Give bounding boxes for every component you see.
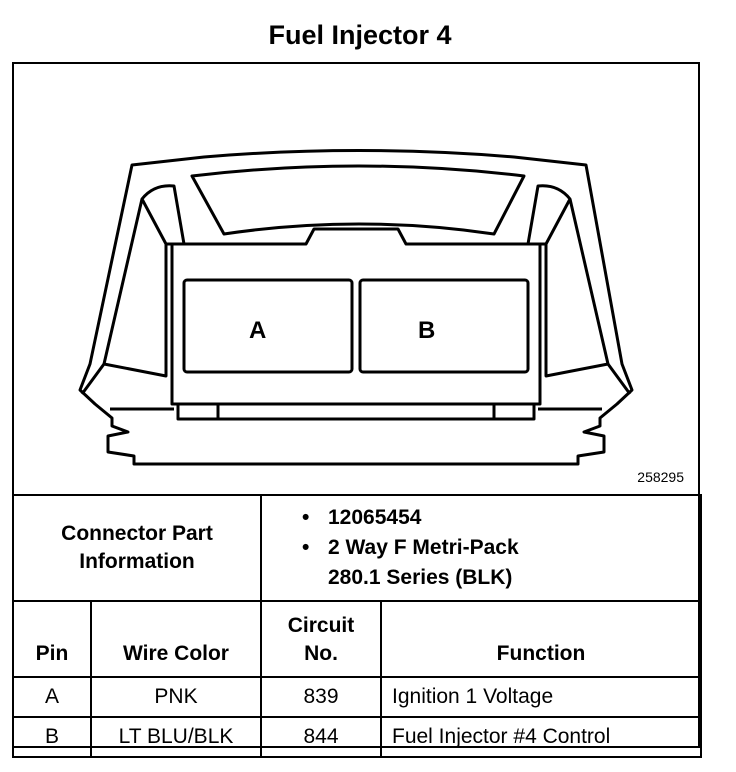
diagram-id: 258295 — [637, 469, 684, 485]
header-circuit: Circuit No. — [260, 600, 382, 678]
right-clip — [526, 184, 572, 246]
row-a-wire-color: PNK — [90, 676, 262, 718]
table-header-row: Pin Wire Color Circuit No. Function — [12, 600, 702, 678]
connector-diagram-frame: A B 258295 Connector Part Information 12… — [12, 62, 702, 758]
cavity-a — [182, 278, 354, 374]
page-title: Fuel Injector 4 — [268, 20, 452, 50]
header-pin: Pin — [12, 600, 92, 678]
left-clip — [140, 184, 186, 246]
connector-housing-outline — [78, 149, 634, 466]
row-b-function: Fuel Injector #4 Control — [380, 716, 702, 758]
table-row: B LT BLU/BLK 844 Fuel Injector #4 Contro… — [12, 716, 702, 758]
row-a-function: Ignition 1 Voltage — [380, 676, 702, 718]
pin-label-a: A — [249, 317, 266, 344]
cavity-b — [358, 278, 530, 374]
row-b-pin: B — [12, 716, 92, 758]
connector-face — [170, 227, 542, 406]
row-a-pin: A — [12, 676, 92, 718]
pin-label-b: B — [418, 317, 435, 344]
header-function: Function — [380, 600, 702, 678]
row-b-wire-color: LT BLU/BLK — [90, 716, 262, 758]
connector-info-label: Connector Part Information — [12, 494, 262, 602]
right-rail — [544, 198, 610, 378]
row-a-circuit: 839 — [260, 676, 382, 718]
row-b-circuit: 844 — [260, 716, 382, 758]
table-row: A PNK 839 Ignition 1 Voltage — [12, 676, 702, 718]
connector-info-details: 12065454 2 Way F Metri-Pack 280.1 Series… — [260, 494, 702, 602]
connector-drawing: A B — [78, 149, 634, 466]
part-number: 12065454 — [302, 503, 700, 533]
connector-description: 2 Way F Metri-Pack 280.1 Series (BLK) — [302, 533, 700, 593]
connector-info-row: Connector Part Information 12065454 2 Wa… — [12, 494, 702, 602]
left-rail — [102, 198, 168, 378]
connector-latch — [190, 164, 526, 236]
connector-table: Connector Part Information 12065454 2 Wa… — [12, 494, 702, 758]
header-wire-color: Wire Color — [90, 600, 262, 678]
